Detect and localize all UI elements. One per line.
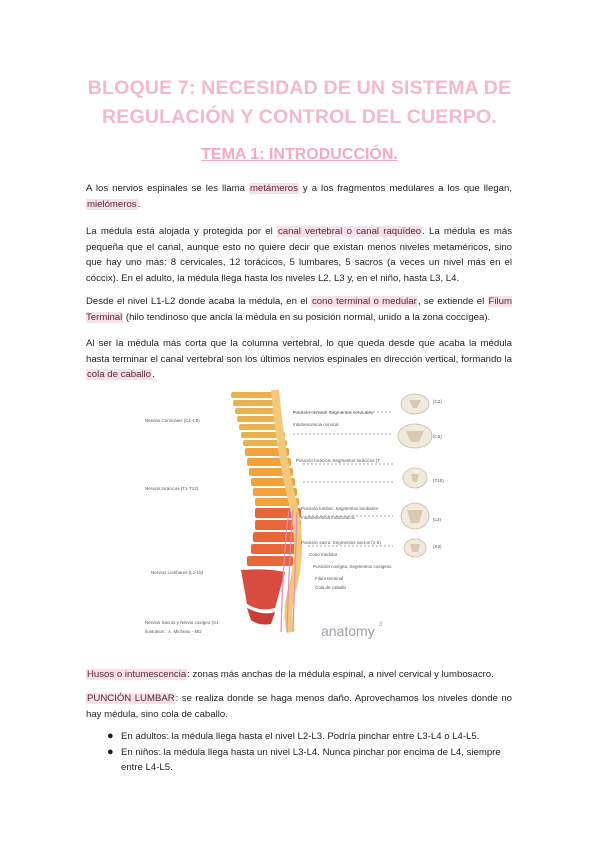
highlight-term: canal vertebral o canal raquídeo [276,226,423,237]
list-item: ● En adultos: la médula llega hasta el n… [107,729,512,744]
highlight-term: cono terminal o medular [311,296,418,307]
paragraph-cola: Al ser la médula más corta que la column… [86,336,512,383]
spinal-cord-illustration: Nervios Cervicales (C1-C8) Nervios torác… [145,389,444,639]
page-title: BLOQUE 7: NECESIDAD DE UN SISTEMA DE REG… [40,74,559,132]
watermark-logo: 3 [379,622,383,628]
paragraph-husos: Husos o intumescencia: zonas más anchas … [86,667,512,683]
label-lumbar-nerves: Nervios Lumbares (L1-L5) [151,570,204,575]
section-label: (S3) [433,544,442,549]
label-mid: Cola de caballo [315,585,347,590]
vertebra-cervical [243,440,287,446]
text: : zonas más anchas de la médula espinal,… [187,669,494,680]
text: Al ser la médula más corta que la column… [86,338,512,365]
text: . La médula es más pequeña que el canal,… [86,226,512,284]
highlight-term: cola de caballo [86,369,153,380]
label-thoracic-nerves: Nervios torácicos (T1-T12) [145,486,199,491]
section-title: TEMA 1: INTRODUCCIÓN. [201,146,398,163]
sacrum [241,569,285,610]
label-mid: Posición sacra; Segmentos sacros (1-5) [301,540,381,545]
list-item: ● En niños: la médula llega hasta un niv… [107,745,512,775]
highlight-term: PUNCIÓN LUMBAR [86,693,176,704]
cauda-equina [280,509,298,633]
watermark-logo: anatomy [321,623,375,639]
paragraph-puncion: PUNCIÓN LUMBAR: se realiza donde se haga… [86,691,512,722]
label-mid: Posición torácica; Segmentos torácicos (… [296,458,380,463]
label-mid: Posición cervical: Segmentos cervicales [293,410,374,415]
vertebra-cervical [231,392,277,398]
vertebra-lumbar [255,520,301,530]
vertebra-thoracic [245,448,289,456]
title-line-1: BLOQUE 7: NECESIDAD DE UN SISTEMA DE [87,77,512,99]
label-mid: Posición coxígea; Segmentos coxígeos [313,564,392,569]
paragraph-canal: La médula está alojada y protegida por e… [86,224,512,286]
section-label: (L3) [433,517,442,522]
bullet-icon: ● [107,746,114,758]
vertebra-cervical [233,400,277,406]
vertebra-cervical [239,424,283,430]
text: . [137,198,141,210]
text: A los nervios espinales se les llama [86,183,249,194]
bullet-text: En niños: la médula llega hasta un nivel… [121,747,501,773]
label-mid: Posición lumbar; Segmentos lumbares [301,506,379,511]
illustration-credit: Ilustration : A. Micheau - MD [145,629,202,634]
vertebra-cervical [241,432,285,438]
label-mid: Filum terminal [315,576,343,581]
text: (hilo tendinoso que ancla la médula en s… [123,311,491,323]
label-cervical-nerves: Nervios Cervicales (C1-C8) [145,418,200,423]
vertebra-lumbar [253,532,299,542]
title-line-2: REGULACIÓN Y CONTROL DEL CUERPO. [101,106,497,128]
highlight-term: Husos o intumescencia [86,669,188,680]
bullet-icon: ● [107,730,114,742]
vertebra-cervical [237,416,281,422]
highlight-term: metámeros [248,183,299,194]
text: La médula está alojada y protegida por e… [86,226,277,237]
coccyx [247,608,275,625]
label-mid: Intumescencia cervical [293,422,339,427]
label-mid: Intumescencia lumbosacra [301,515,355,520]
label-mid: Cono medular [309,552,338,557]
bullet-text: En adultos: la médula llega hasta el niv… [121,731,480,742]
paragraph-cono: Desde el nivel L1-L2 donde acaba la médu… [86,294,512,325]
leader-lines [293,411,393,547]
gray-matter [406,400,424,552]
vertebra-lumbar [247,556,293,566]
highlight-term: mielómeros [86,198,138,210]
text: Desde el nivel L1-L2 donde acaba la médu… [86,296,311,307]
text: y a los fragmentos medulares a los que l… [298,183,512,194]
text: : se realiza donde se haga menos daño. A… [86,693,512,720]
section-label: (T10) [433,478,444,483]
text: , se extiende el [417,296,488,307]
spinal-cord [271,389,302,634]
section-label: (C2) [433,399,442,404]
text: . [152,369,155,380]
label-sacral-nerves: Nervios Sacros y Nervio coxígeo (S1- [145,620,221,625]
vertebral-column [231,392,301,625]
bullet-list: ● En adultos: la médula llega hasta el n… [107,729,512,776]
vertebra-cervical [235,408,279,414]
paragraph-metameros: A los nervios espinales se les llama met… [86,181,512,212]
section-label: (C5) [433,434,442,439]
